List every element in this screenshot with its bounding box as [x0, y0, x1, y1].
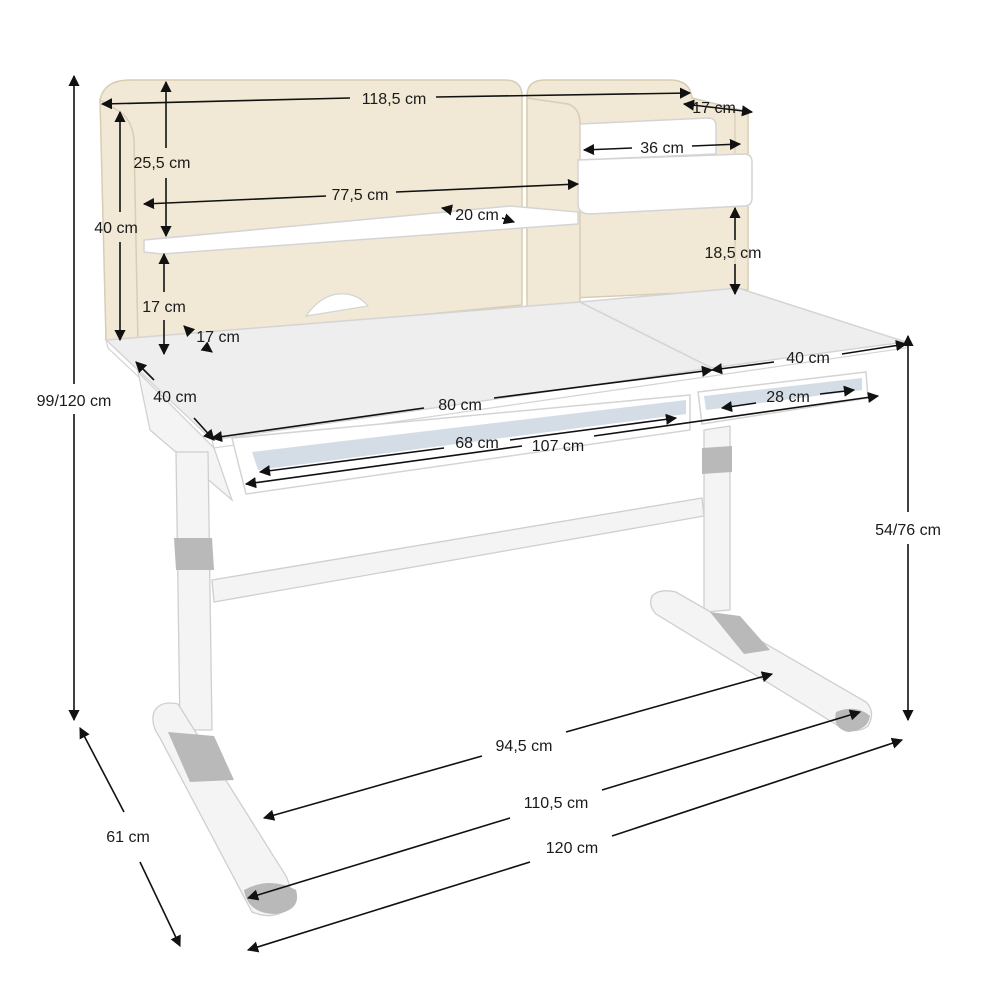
- label-tabletop-depth-left: 40 cm: [153, 389, 197, 406]
- leg-left-column: [175, 451, 213, 731]
- leg-right-grip: [702, 446, 732, 474]
- desk-illustration: [99, 79, 907, 917]
- hutch-side-panel-left: [99, 98, 139, 346]
- label-desk-height: 54/76 cm: [875, 522, 941, 539]
- label-desk-width: 107 cm: [532, 438, 584, 455]
- dimension-lines: [68, 74, 914, 953]
- label-overall-width: 120 cm: [546, 840, 598, 857]
- label-shelf-depth: 20 cm: [455, 207, 499, 224]
- dim-line-shelf-width-2: [395, 178, 580, 193]
- cable-notch: [304, 293, 370, 317]
- dim-line-right-shelf-depth: [682, 99, 754, 117]
- label-total-width-top: 118,5 cm: [362, 91, 427, 108]
- dim-line-tabletop-depth-left: [135, 361, 155, 381]
- label-tabletop-depth-right: 40 cm: [786, 350, 830, 367]
- dim-line-tilting-top-width-2: [493, 365, 714, 399]
- dim-line-side-panel-depth-b: [200, 341, 213, 353]
- label-side-panel-depth: 17 cm: [196, 329, 240, 346]
- small-drawer-front: [577, 153, 753, 215]
- dim-line-tilting-top-width: [210, 407, 425, 443]
- dim-line-leg-span-outer: [246, 817, 511, 901]
- dim-line-total-width-top-2: [435, 87, 692, 99]
- foot-left-cap: [168, 732, 234, 782]
- dim-line-total-width-top: [100, 97, 351, 110]
- label-drawer-width: 68 cm: [455, 435, 499, 452]
- dim-line-shelf-depth-a: [440, 204, 453, 216]
- dim-line-tabletop-depth-right: [710, 361, 775, 375]
- main-drawer-rail: [252, 400, 686, 470]
- dim-line-shelf-depth-b: [501, 213, 516, 225]
- label-side-drawer-width: 28 cm: [766, 389, 810, 406]
- dim-line-side-drawer-width-2: [819, 385, 856, 397]
- foot-right-pad: [835, 708, 870, 732]
- label-upper-panel-height: 25,5 cm: [134, 155, 191, 172]
- label-small-drawer-width: 36 cm: [640, 140, 684, 157]
- dim-line-side-panel-depth-a: [183, 325, 196, 338]
- foot-right: [650, 590, 873, 732]
- dimension-labels: 118,5 cm 17 cm 25,5 cm 36 cm 77,5 cm 20 …: [37, 91, 941, 857]
- dim-line-leg-span-inner: [262, 755, 483, 821]
- dim-line-overall-width: [246, 861, 531, 953]
- label-right-opening-height: 18,5 cm: [705, 245, 762, 262]
- dim-line-small-drawer-width-2: [691, 138, 742, 151]
- crossbar: [211, 497, 705, 603]
- leg-left-grip: [174, 538, 214, 570]
- dim-line-desk-width-2: [593, 391, 880, 437]
- dim-line-leg-span-outer-2: [601, 709, 862, 791]
- label-leg-span-outer: 110,5 cm: [524, 795, 589, 812]
- dim-line-tabletop-depth-left-2: [193, 417, 215, 441]
- label-shelf-width: 77,5 cm: [332, 187, 389, 204]
- dim-line-tabletop-depth-right-2: [841, 340, 908, 355]
- dim-line-drawer-width: [258, 447, 445, 477]
- foot-right-cap: [710, 612, 770, 654]
- label-back-panel-height: 40 cm: [94, 220, 138, 237]
- dim-line-drawer-width-2: [509, 413, 678, 441]
- label-total-height: 99/120 cm: [37, 393, 112, 410]
- dim-line-desk-width: [244, 445, 523, 489]
- hutch-divider: [526, 97, 581, 309]
- dim-line-small-drawer-width: [582, 143, 633, 156]
- label-lower-shelf-clearance: 17 cm: [142, 299, 186, 316]
- label-overall-depth: 61 cm: [106, 829, 150, 846]
- side-drawer-rail: [704, 378, 862, 410]
- dim-line-side-drawer-width: [720, 400, 757, 413]
- dim-line-overall-depth-2: [139, 861, 181, 948]
- dim-line-overall-depth: [79, 727, 125, 813]
- label-right-shelf-depth: 17 cm: [692, 100, 736, 117]
- label-leg-span-inner: 94,5 cm: [496, 738, 553, 755]
- hutch-shelf: [143, 205, 579, 255]
- dim-line-leg-span-inner-2: [565, 671, 774, 733]
- dim-line-overall-width-2: [611, 737, 904, 837]
- dim-line-shelf-width: [142, 195, 327, 210]
- label-tilting-top-width: 80 cm: [438, 397, 482, 414]
